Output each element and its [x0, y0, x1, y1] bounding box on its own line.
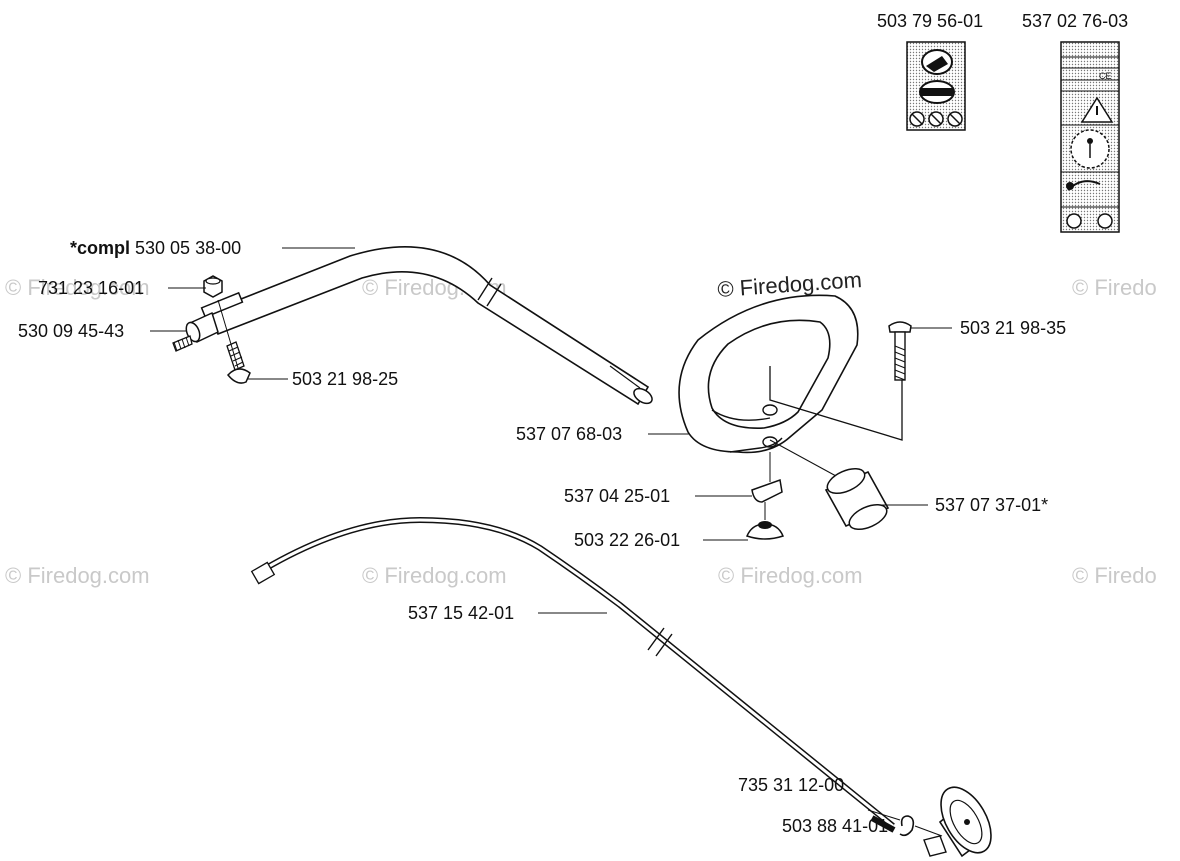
watermark: © Firedog.com [5, 563, 150, 588]
decal-537-02-76-03: CE [1060, 41, 1120, 233]
label-735-31-12-00: 735 31 12-00 [738, 775, 844, 795]
label-503-21-98-35: 503 21 98-35 [960, 318, 1066, 338]
label-503-22-26-01: 503 22 26-01 [574, 530, 680, 550]
watermark: © Firedo [1072, 563, 1157, 588]
label-537-07-68-03: 537 07 68-03 [516, 424, 622, 444]
decal-503-79-56-01 [906, 41, 966, 131]
label-537-15-42-01: 537 15 42-01 [408, 603, 514, 623]
upper-shaft-part [206, 246, 653, 406]
label-decal-537-02-76-03: 537 02 76-03 [1022, 11, 1128, 31]
clutch-drum-parts [899, 786, 992, 858]
label-503-21-98-25: 503 21 98-25 [292, 369, 398, 389]
handle-hardware-parts [745, 321, 912, 540]
label-compl-prefix: *compl [70, 238, 130, 258]
label-decal-503-79-56-01: 503 79 56-01 [877, 11, 983, 31]
watermark: © Firedo [1072, 275, 1157, 300]
shaft-clamp-parts [172, 275, 251, 384]
watermark-main: © Firedog.com [717, 267, 863, 302]
label-537-04-25-01: 537 04 25-01 [564, 486, 670, 506]
drive-shaft-part [250, 516, 896, 833]
ce-mark: CE [1099, 71, 1112, 81]
label-731-23-16-01: 731 23 16-01 [38, 278, 144, 298]
watermark: © Firedog.com [718, 563, 863, 588]
label-compl-number: 530 05 38-00 [135, 238, 241, 258]
label-503-88-41-01: 503 88 41-01 [782, 816, 888, 836]
label-530-09-45-43: 530 09 45-43 [18, 321, 124, 341]
watermark: © Firedog.com [5, 275, 150, 300]
loop-handle-part [678, 294, 859, 454]
leader-lines [150, 247, 952, 837]
label-537-07-37-01: 537 07 37-01* [935, 495, 1048, 515]
watermark: © Firedog.com [362, 563, 507, 588]
